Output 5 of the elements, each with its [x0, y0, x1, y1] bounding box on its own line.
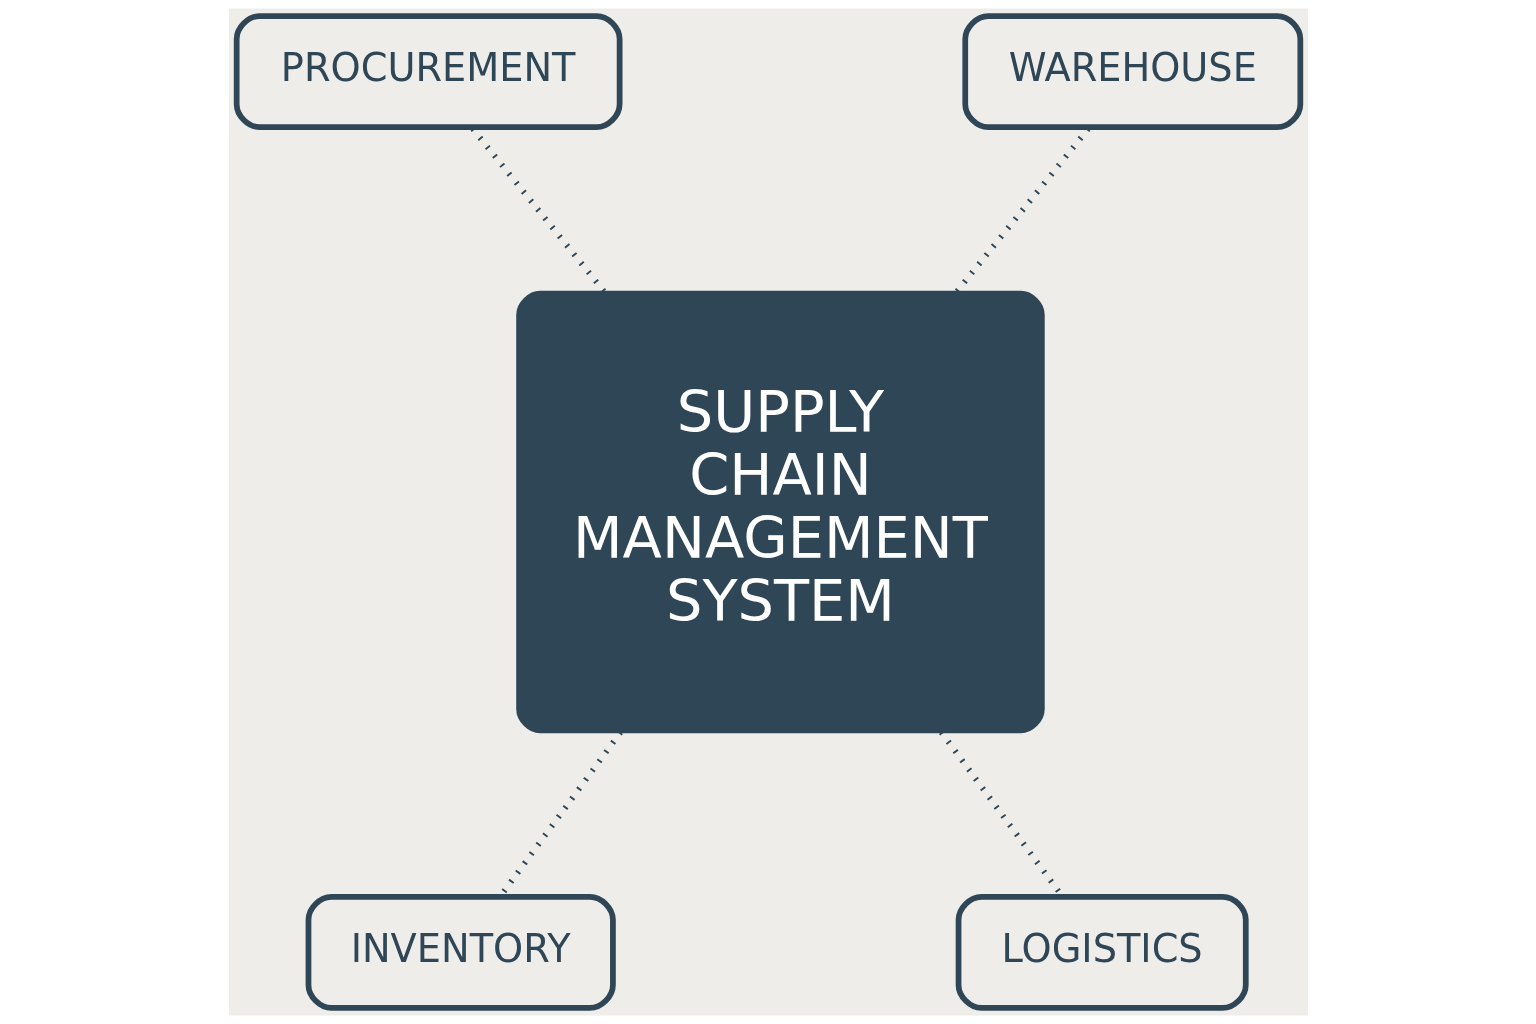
- node-box: LOGISTICS: [955, 894, 1249, 1011]
- node-box: INVENTORY: [305, 894, 616, 1011]
- node-box: SUPPLY CHAIN MANAGEMENT SYSTEM: [515, 290, 1045, 734]
- node-box: WAREHOUSE: [961, 13, 1303, 130]
- node-box: PROCUREMENT: [233, 13, 622, 130]
